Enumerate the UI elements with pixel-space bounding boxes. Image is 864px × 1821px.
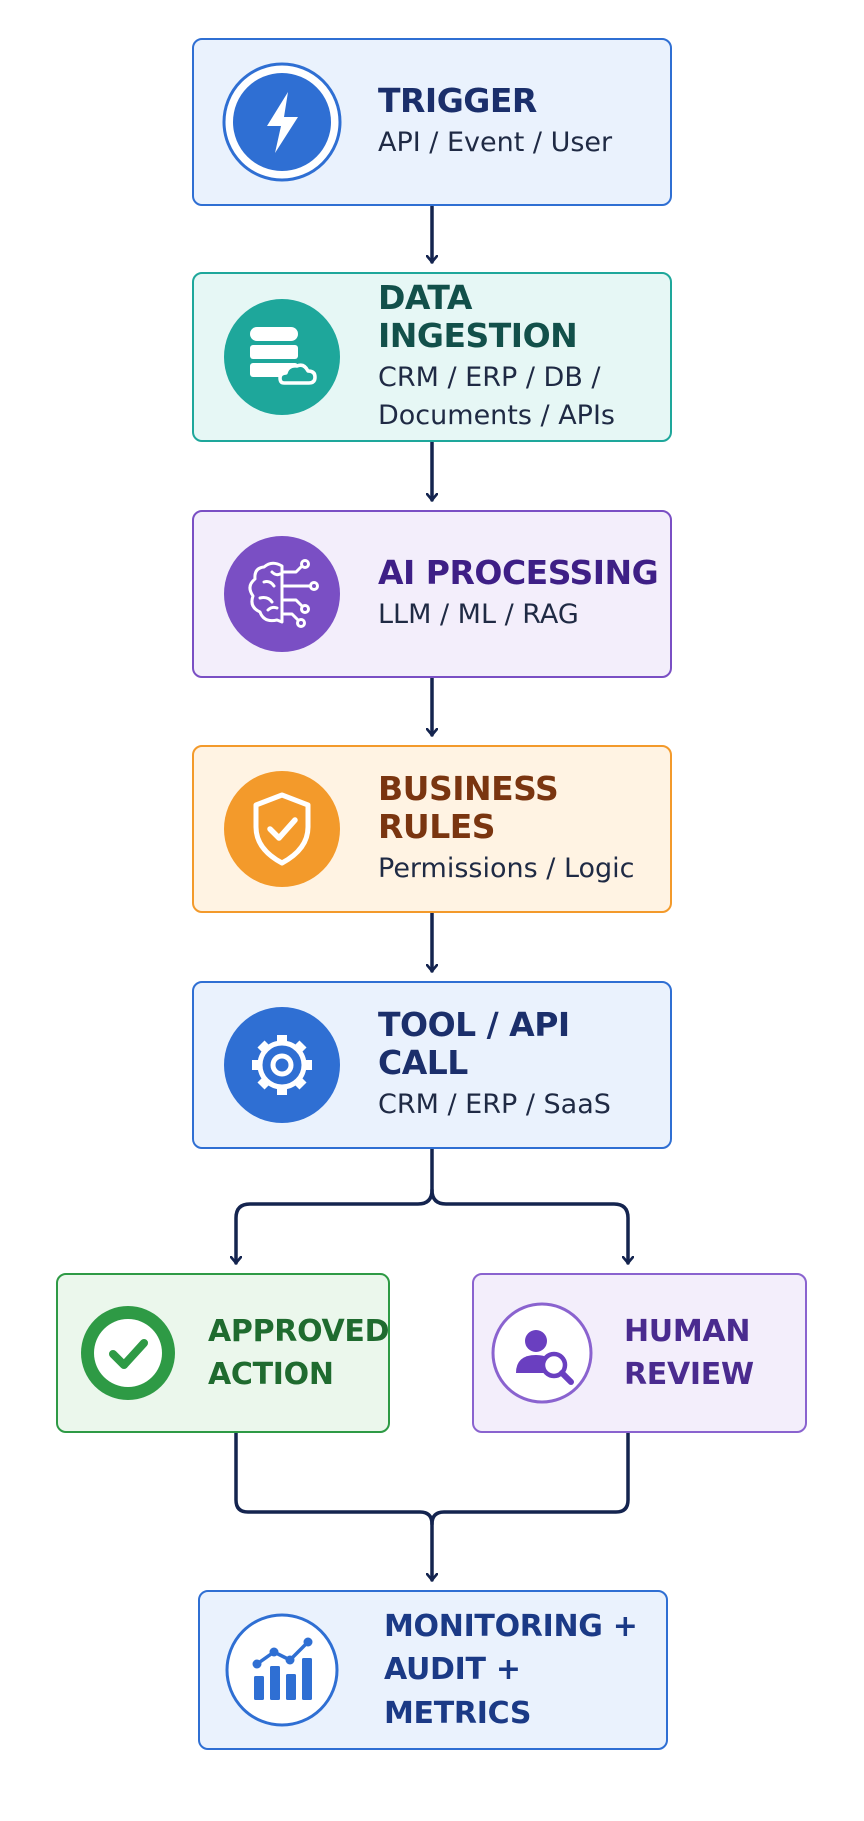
lightning-bolt-icon <box>222 62 342 182</box>
tool-title: TOOL / API CALL <box>378 1005 570 1083</box>
ingestion-title: DATA INGESTION <box>378 278 578 356</box>
approved-title-line2: ACTION <box>208 1357 334 1392</box>
ai-subtitle: LLM / ML / RAG <box>378 599 579 631</box>
data-ingestion-node: DATA INGESTION CRM / ERP / DB / Document… <box>192 272 672 442</box>
trigger-title: TRIGGER <box>378 81 537 121</box>
ingestion-subtitle-line1: CRM / ERP / DB / <box>378 362 601 394</box>
shield-check-icon <box>222 769 342 889</box>
rules-title: BUSINESS RULES <box>378 769 559 847</box>
review-title-line2: REVIEW <box>624 1357 754 1392</box>
arrow-tool-split <box>236 1147 434 1265</box>
business-rules-node: BUSINESS RULES Permissions / Logic <box>192 745 672 913</box>
monitoring-title-line1: MONITORING + <box>384 1608 638 1644</box>
monitoring-node: MONITORING + AUDIT + METRICS <box>198 1590 668 1750</box>
database-cloud-icon <box>222 297 342 417</box>
approved-title-line1: APPROVED <box>208 1313 390 1349</box>
tool-subtitle: CRM / ERP / SaaS <box>378 1089 611 1121</box>
gear-icon <box>222 1005 342 1125</box>
trigger-subtitle: API / Event / User <box>378 127 613 159</box>
human-review-node: HUMAN REVIEW <box>472 1273 807 1433</box>
user-search-icon <box>490 1301 594 1405</box>
ai-processing-node: AI PROCESSING LLM / ML / RAG <box>192 510 672 678</box>
arrow-approved-merge <box>234 1431 432 1582</box>
brain-circuit-icon <box>222 534 342 654</box>
monitoring-title-line2: AUDIT + METRICS <box>384 1652 532 1731</box>
ingestion-subtitle-line2: Documents / APIs <box>378 399 615 431</box>
ai-title: AI PROCESSING <box>378 553 659 593</box>
trigger-node: TRIGGER API / Event / User <box>192 38 672 206</box>
tool-api-call-node: TOOL / API CALL CRM / ERP / SaaS <box>192 981 672 1149</box>
arrow-tool-to-review <box>430 1188 628 1265</box>
review-title-line1: HUMAN <box>624 1313 751 1349</box>
approved-action-node: APPROVED ACTION <box>56 1273 390 1433</box>
arrow-review-merge <box>430 1431 630 1526</box>
check-circle-icon <box>78 1303 178 1403</box>
rules-subtitle: Permissions / Logic <box>378 853 635 885</box>
bar-chart-trend-icon <box>224 1612 340 1728</box>
